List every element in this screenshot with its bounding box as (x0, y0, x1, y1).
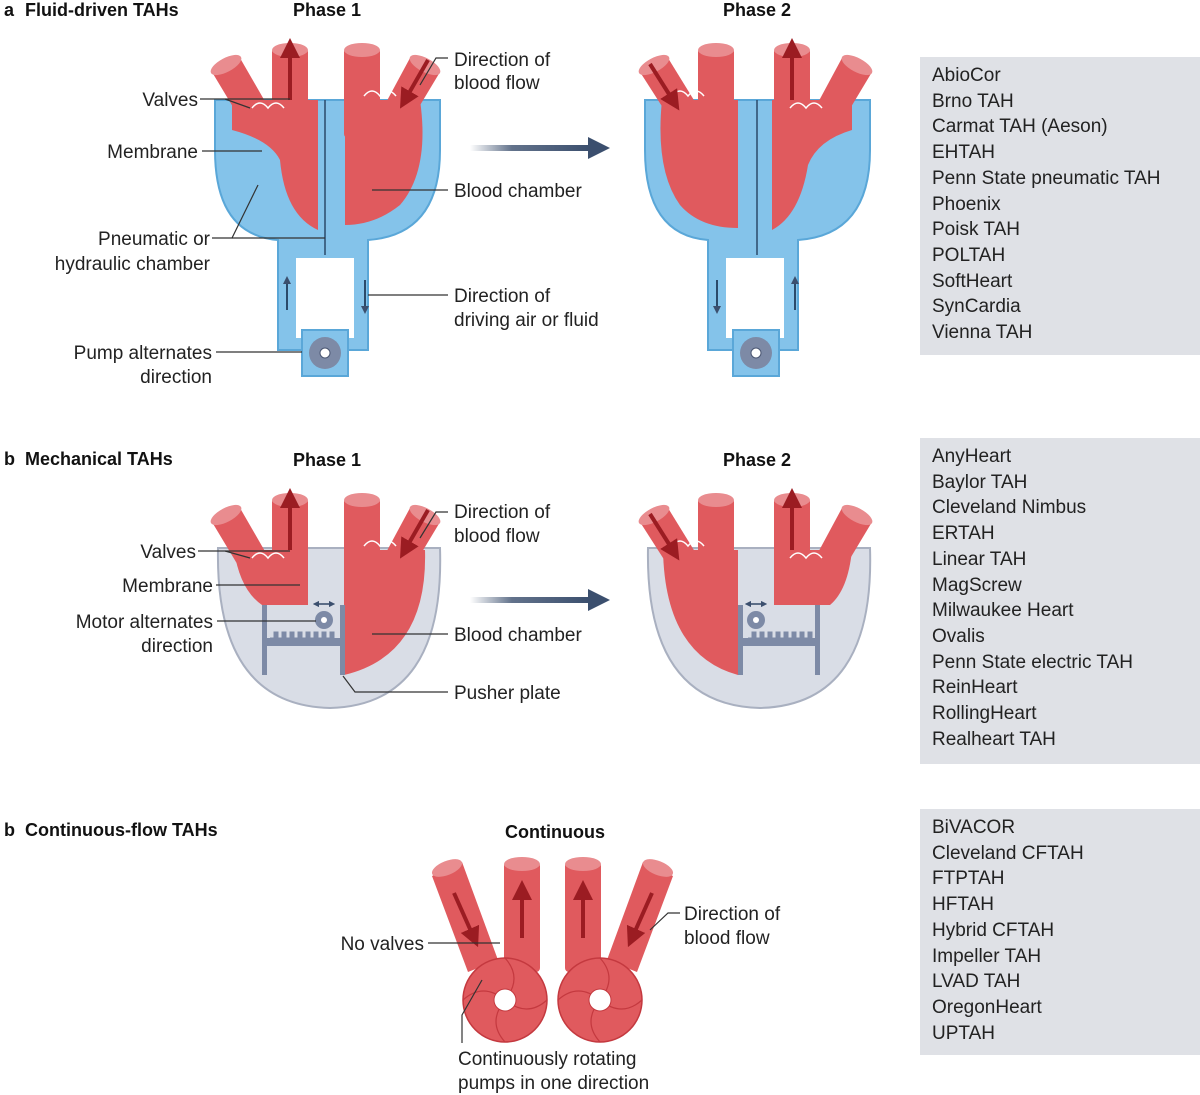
section-a-phase1: Phase 1 (293, 0, 361, 20)
fluid-heart-phase2 (638, 38, 873, 377)
device-list-item: LVAD TAH (932, 971, 1021, 993)
label-membrane-a: Membrane (107, 142, 198, 163)
label-flow-a-1: Direction of (454, 50, 551, 71)
label-pusher: Pusher plate (454, 683, 561, 704)
device-list-item: EHTAH (932, 142, 995, 164)
device-list-item: Penn State pneumatic TAH (932, 167, 1161, 189)
device-list-continuous: BiVACOR Cleveland CFTAH FTPTAH HFTAH Hybrid … (920, 809, 1200, 1055)
section-a-title: Fluid-driven TAHs (25, 0, 179, 20)
device-list-item: ReinHeart (932, 677, 1018, 699)
section-b-title: Mechanical TAHs (25, 449, 173, 469)
device-list-item: AbioCor (932, 65, 1001, 86)
label-motor-2: direction (141, 636, 213, 657)
label-flow-c-1: Direction of (684, 904, 781, 925)
device-list-item: BiVACOR (932, 817, 1016, 838)
device-list-item: Brno TAH (932, 90, 1014, 112)
device-list-item: MagScrew (932, 574, 1022, 596)
label-flow-b-2: blood flow (454, 526, 540, 547)
device-list-item: Poisk TAH (932, 219, 1020, 241)
section-a: a Fluid-driven TAHs Phase 1 Phase 2 (4, 0, 873, 388)
device-list-item: HFTAH (932, 894, 994, 916)
section-c-letter: b (4, 820, 15, 840)
pusher-plate-icon (262, 605, 267, 675)
device-list-item: OregonHeart (932, 996, 1042, 1018)
device-list-item: SynCardia (932, 296, 1021, 318)
device-list-item: Cleveland Nimbus (932, 497, 1087, 519)
section-b-phase1: Phase 1 (293, 450, 361, 470)
label-motor-1: Motor alternates (76, 612, 213, 633)
mechanical-heart-phase2 (638, 488, 873, 710)
section-b-mechanical: b Mechanical TAHs Phase 1 Phase 2 (4, 449, 873, 710)
section-a-phase2: Phase 2 (723, 0, 791, 20)
device-list-item: FTPTAH (932, 868, 1005, 890)
label-drive-1: Direction of (454, 286, 551, 307)
device-list-item: Ovalis (932, 625, 985, 647)
device-list-item: Vienna TAH (932, 322, 1033, 344)
label-pump-1: Pump alternates (74, 343, 212, 364)
label-pneumatic-2: hydraulic chamber (55, 254, 211, 275)
device-list-item: POLTAH (932, 244, 1006, 266)
label-chamber-b: Blood chamber (454, 625, 582, 646)
transition-arrow-b (470, 589, 610, 611)
device-list-item: Carmat TAH (Aeson) (932, 116, 1108, 138)
device-list-item: Penn State electric TAH (932, 651, 1134, 673)
label-flow-a-2: blood flow (454, 73, 540, 94)
label-pump-2: direction (140, 367, 212, 388)
label-drive-2: driving air or fluid (454, 310, 599, 331)
device-list-item: Cleveland CFTAH (932, 842, 1084, 864)
device-list-item: Milwaukee Heart (932, 600, 1074, 622)
section-b-letter: b (4, 449, 15, 469)
device-list-item: UPTAH (932, 1022, 995, 1044)
device-list-item: Impeller TAH (932, 945, 1042, 967)
label-rotating-2: pumps in one direction (458, 1073, 649, 1094)
transition-arrow-a (470, 137, 610, 159)
device-list-item: RollingHeart (932, 703, 1037, 725)
device-list-item: Baylor TAH (932, 471, 1028, 493)
device-list-item: Hybrid CFTAH (932, 919, 1055, 941)
pusher-plate-icon (738, 605, 743, 675)
device-list-item: SoftHeart (932, 270, 1013, 292)
device-list-item: Realheart TAH (932, 728, 1056, 750)
device-list-item: Linear TAH (932, 548, 1027, 570)
label-novalves: No valves (341, 934, 424, 955)
section-c-title: Continuous-flow TAHs (25, 820, 218, 840)
section-a-letter: a (4, 0, 15, 20)
section-b-phase2: Phase 2 (723, 450, 791, 470)
label-rotating-1: Continuously rotating (458, 1049, 637, 1070)
continuous-pumps (431, 857, 674, 1043)
device-list-item: Phoenix (932, 193, 1001, 215)
label-flow-c-2: blood flow (684, 928, 770, 949)
section-c-phase: Continuous (505, 822, 605, 842)
label-flow-b-1: Direction of (454, 502, 551, 523)
label-valves-a: Valves (142, 90, 198, 111)
label-pneumatic-1: Pneumatic or (98, 229, 211, 250)
device-list-item: ERTAH (932, 523, 995, 545)
fluid-heart-phase1 (210, 38, 441, 377)
section-b-continuous: b Continuous-flow TAHs Continuous (4, 820, 781, 1094)
label-membrane-b: Membrane (122, 576, 213, 597)
label-valves-b: Valves (140, 542, 196, 563)
label-chamber-a: Blood chamber (454, 181, 582, 202)
device-list-item: AnyHeart (932, 446, 1012, 467)
mechanical-heart-phase1 (210, 488, 442, 710)
